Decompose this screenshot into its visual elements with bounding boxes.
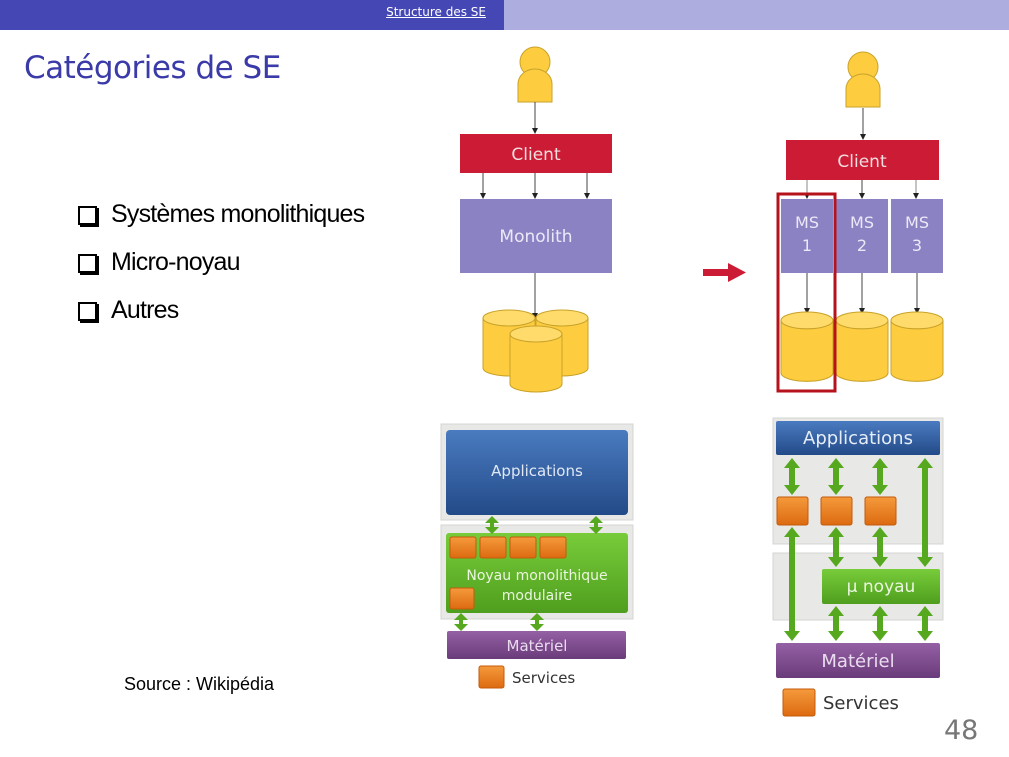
legend-label: Services bbox=[823, 693, 899, 714]
service-block bbox=[479, 536, 507, 559]
header-bar-right bbox=[504, 0, 1009, 30]
service-block bbox=[776, 496, 809, 526]
bullet-item: Systèmes monolithiques bbox=[78, 190, 365, 238]
hardware-label: Matériel bbox=[507, 637, 568, 655]
service-block bbox=[539, 536, 567, 559]
database-icon bbox=[780, 311, 834, 382]
service-label: MS bbox=[795, 213, 819, 232]
kernel-label: modulaire bbox=[502, 588, 572, 604]
page-number: 48 bbox=[944, 715, 979, 746]
checkbox-icon bbox=[78, 205, 97, 225]
section-link[interactable]: Structure des SE bbox=[386, 5, 486, 19]
kernel-label: Noyau monolithique bbox=[466, 568, 607, 584]
legend-label: Services bbox=[512, 669, 575, 687]
legend-swatch bbox=[782, 688, 816, 717]
user-icon bbox=[517, 46, 553, 103]
service-number: 3 bbox=[912, 236, 922, 255]
database-icon bbox=[890, 311, 944, 382]
service-block bbox=[864, 496, 897, 526]
double-arrow-icon bbox=[454, 516, 603, 631]
bullet-item: Micro-noyau bbox=[78, 238, 364, 286]
double-arrow-icon bbox=[784, 458, 933, 641]
kernel-label: µ noyau bbox=[847, 577, 916, 597]
client-label: Client bbox=[837, 152, 887, 172]
service-number: 2 bbox=[857, 236, 867, 255]
service-label: MS bbox=[905, 213, 929, 232]
service-block bbox=[449, 536, 477, 559]
service-block bbox=[449, 587, 475, 610]
source-caption: Source : Wikipédia bbox=[124, 674, 275, 694]
header-bar: Structure des SE bbox=[0, 0, 504, 30]
hardware-layer bbox=[776, 643, 940, 678]
client-box bbox=[786, 140, 939, 180]
client-label: Client bbox=[511, 145, 561, 165]
slide-title: Catégories de SE bbox=[24, 50, 281, 86]
microkernel-diagram: Applications µ noyau Matériel Ser bbox=[772, 417, 944, 717]
microservices-architecture: Client MS 1 MS 2 MS 3 bbox=[776, 51, 944, 393]
bullet-label: Autres bbox=[111, 295, 179, 324]
monolith-box bbox=[460, 199, 612, 273]
checkbox-icon bbox=[78, 253, 97, 273]
bullet-item: Autres bbox=[78, 286, 364, 334]
monolithic-kernel-diagram: Applications Noyau monolithique modulair… bbox=[440, 423, 634, 689]
service-box bbox=[891, 199, 943, 273]
applications-label: Applications bbox=[491, 462, 583, 480]
hardware-label: Matériel bbox=[821, 651, 894, 672]
applications-label: Applications bbox=[803, 428, 913, 449]
applications-layer bbox=[776, 421, 940, 455]
service-label: MS bbox=[850, 213, 874, 232]
highlight-frame bbox=[776, 192, 837, 393]
bullet-label: Micro-noyau bbox=[111, 247, 241, 276]
monolith-label: Monolith bbox=[499, 227, 572, 247]
service-box bbox=[781, 199, 833, 273]
service-number: 1 bbox=[802, 236, 812, 255]
arrow-right-icon bbox=[703, 263, 746, 282]
bullet-label: Systèmes monolithiques bbox=[111, 199, 365, 228]
service-block bbox=[820, 496, 853, 526]
kernel-layer bbox=[822, 569, 940, 604]
legend-swatch bbox=[478, 665, 505, 689]
service-block bbox=[509, 536, 537, 559]
bullet-list: Systèmes monolithiques Micro-noyau Autre… bbox=[78, 190, 365, 334]
hardware-layer bbox=[447, 631, 626, 659]
user-icon bbox=[845, 51, 881, 108]
checkbox-icon bbox=[78, 301, 97, 321]
applications-layer bbox=[446, 430, 628, 515]
monolith-architecture: Client Monolith bbox=[460, 46, 612, 393]
database-icon bbox=[835, 311, 889, 382]
service-box bbox=[836, 199, 888, 273]
database-icon bbox=[509, 325, 563, 393]
client-box bbox=[460, 134, 612, 173]
